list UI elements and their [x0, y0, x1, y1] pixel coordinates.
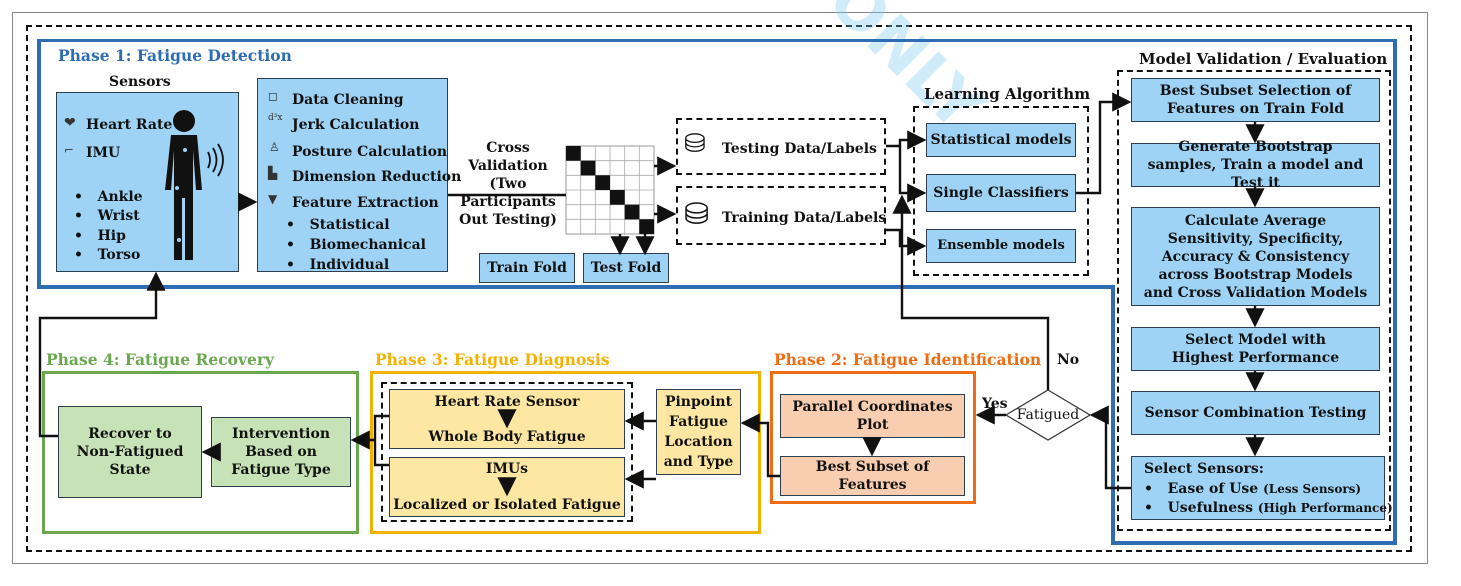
sensor-location: • Wrist	[74, 208, 140, 224]
sensor-location-wrist: Wrist	[97, 208, 140, 224]
imu-icon: ⌐	[64, 143, 75, 157]
intervention-box: Intervention Based on Fatigue Type	[211, 417, 351, 487]
dimension-icon: ▙	[268, 166, 278, 180]
validation-box	[1117, 70, 1391, 531]
heart-rate-label: Heart Rate	[86, 117, 173, 133]
learning-single: Single Classifiers	[926, 174, 1076, 212]
processing-box	[257, 78, 448, 272]
posture-icon: ♙	[269, 140, 280, 154]
select-sensors-title: Select Sensors:	[1144, 461, 1264, 477]
phase1-title: Phase 1: Fatigue Detection	[58, 46, 292, 65]
select-ease-note: (Less Sensors)	[1263, 482, 1362, 496]
step-dimension: Dimension Reduction	[292, 169, 462, 185]
filter-icon: ▼	[268, 192, 278, 206]
validation-step-2: Generate Bootstrap samples, Train a mode…	[1131, 139, 1380, 191]
feature-biomechanical: Biomechanical	[309, 237, 426, 253]
phase4-frame	[42, 371, 359, 534]
data-cleaning-icon: ◻	[268, 89, 278, 103]
feature-item: • Individual	[286, 257, 390, 273]
validation-step-1: Best Subset Selection of Features on Tra…	[1131, 78, 1380, 122]
train-fold-box: Train Fold	[479, 253, 575, 283]
phase1-frame-right-lower	[1111, 285, 1115, 544]
select-usefulness: Usefulness	[1167, 500, 1253, 516]
pinpoint-box: Pinpoint Fatigue Location and Type	[656, 389, 741, 475]
fatigued-label: Fatigued	[1016, 407, 1080, 423]
heart-icon: ❤	[64, 115, 76, 131]
pcp-box: Parallel Coordinates Plot	[780, 394, 965, 438]
outer-frame	[12, 12, 1428, 564]
training-data-label: Training Data/Labels	[722, 210, 887, 226]
phase1-frame-left	[37, 39, 41, 288]
localized-label: Localized or Isolated Fatigue	[393, 497, 621, 513]
jerk-icon: d³x	[268, 113, 283, 123]
database-icon: ⛁	[684, 129, 706, 159]
feature-item: • Statistical	[286, 217, 390, 233]
sensors-box	[56, 92, 239, 272]
testing-data-label: Testing Data/Labels	[722, 141, 877, 157]
imus-label: IMUs	[485, 461, 529, 477]
phase1-frame-bottom-left	[37, 285, 1114, 289]
recover-box: Recover to Non-Fatigued State	[58, 406, 202, 498]
select-item: • Ease of Use (Less Sensors)	[1144, 481, 1362, 497]
select-usefulness-note: (High Performance)	[1257, 501, 1393, 515]
phase4-title: Phase 4: Fatigue Recovery	[46, 350, 275, 369]
phase1-frame-right	[1393, 39, 1397, 544]
whole-body-label: Whole Body Fatigue	[428, 429, 586, 445]
database-icon: ⛁	[684, 197, 710, 232]
feature-statistical: Statistical	[309, 217, 390, 233]
training-data-box	[676, 186, 886, 245]
validation-step-5: Sensor Combination Testing	[1131, 391, 1380, 435]
phase2-title: Phase 2: Fatigue Identification	[774, 350, 1042, 369]
select-ease: Ease of Use	[1167, 481, 1259, 497]
no-label: No	[1057, 352, 1080, 368]
test-fold-box: Test Fold	[583, 253, 669, 283]
outer-dashed-frame	[26, 25, 1412, 552]
yes-label: Yes	[982, 396, 1008, 412]
sensor-location-torso: Torso	[97, 247, 141, 263]
select-item: • Usefulness (High Performance)	[1144, 500, 1393, 516]
sensor-location: • Ankle	[74, 189, 143, 205]
imu-label: IMU	[86, 145, 121, 161]
learning-ensemble: Ensemble models	[926, 229, 1076, 263]
cross-validation-label: Cross Validation (Two Participants Out T…	[459, 140, 557, 228]
phase3-title: Phase 3: Fatigue Diagnosis	[375, 350, 610, 369]
sensor-location-ankle: Ankle	[97, 189, 143, 205]
phase1-frame-bottom-right	[1111, 541, 1397, 545]
sensor-location-hip: Hip	[97, 228, 126, 244]
learning-title: Learning Algorithm	[924, 85, 1091, 103]
step-jerk: Jerk Calculation	[292, 117, 420, 133]
testing-data-box	[676, 118, 886, 175]
hr-sensor-label: Heart Rate Sensor	[434, 394, 580, 410]
best-subset-box: Best Subset of Features	[780, 456, 965, 496]
validation-title: Model Validation / Evaluation	[1139, 50, 1388, 68]
validation-step-4: Select Model with Highest Performance	[1131, 327, 1380, 371]
step-feature: Feature Extraction	[292, 195, 439, 211]
feature-individual: Individual	[309, 257, 390, 273]
sensors-title: Sensors	[109, 74, 171, 90]
step-data-cleaning: Data Cleaning	[292, 92, 404, 108]
step-posture: Posture Calculation	[292, 144, 448, 160]
validation-step-3: Calculate Average Sensitivity, Specifici…	[1131, 207, 1380, 306]
select-sensors-box	[1131, 456, 1385, 520]
feature-item: • Biomechanical	[286, 237, 426, 253]
learning-statistical: Statistical models	[926, 123, 1076, 157]
sensor-location: • Torso	[74, 247, 141, 263]
sensor-location: • Hip	[74, 228, 126, 244]
